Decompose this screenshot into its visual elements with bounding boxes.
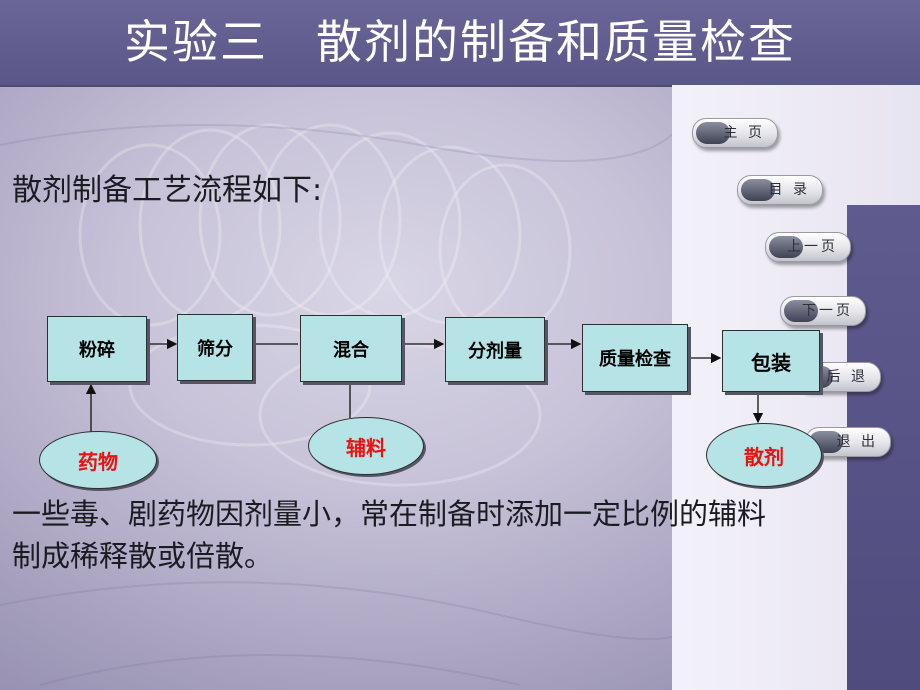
prev-page-button-label: 上一页 [787, 239, 838, 255]
button-knob-icon [741, 179, 775, 201]
prev-page-button[interactable]: 上一页 [765, 232, 851, 262]
title-bar: 实验三 散剂的制备和质量检查 [0, 0, 920, 87]
back-button-label: 后 退 [826, 369, 868, 385]
exit-button-label: 退 出 [836, 434, 878, 450]
step-mix: 混合 [300, 315, 402, 382]
button-knob-icon [769, 236, 803, 258]
button-knob-icon [784, 300, 818, 322]
next-page-button-label: 下一页 [802, 303, 853, 319]
input-drug: 药物 [39, 431, 157, 489]
home-button-label: 主 页 [723, 125, 765, 141]
description-text: 一些毒、剧药物因剂量小，常在制备时添加一定比例的辅料制成稀释散或倍散。 [12, 497, 767, 573]
step-quality-check: 质量检查 [582, 324, 688, 392]
toc-button[interactable]: 目 录 [737, 175, 823, 205]
step-divide: 分剂量 [445, 317, 545, 382]
step-pack: 包装 [722, 330, 820, 392]
toc-button-label: 目 录 [768, 182, 810, 198]
step-sieve: 筛分 [177, 314, 253, 381]
output-powder: 散剂 [706, 423, 822, 487]
next-page-button[interactable]: 下一页 [780, 296, 866, 326]
button-knob-icon [696, 122, 730, 144]
step-crush: 粉碎 [47, 316, 147, 382]
flow-heading: 散剂制备工艺流程如下: [12, 173, 323, 208]
slide-title: 实验三 散剂的制备和质量检查 [124, 15, 796, 69]
home-button[interactable]: 主 页 [692, 118, 778, 148]
input-excipient: 辅料 [308, 417, 424, 475]
